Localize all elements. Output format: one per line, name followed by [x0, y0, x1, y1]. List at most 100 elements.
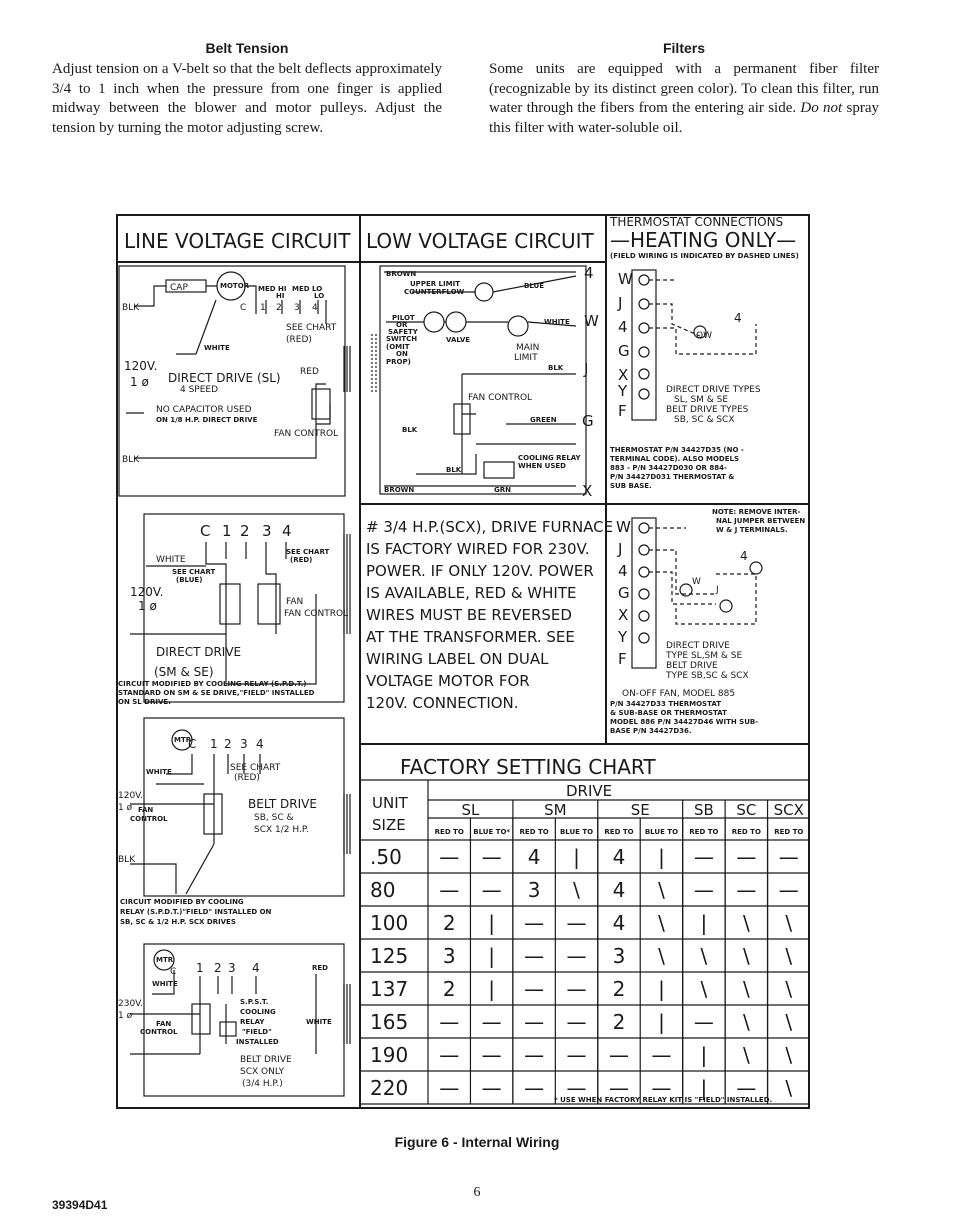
- chart-cell: —: [524, 911, 544, 935]
- mid-line-4: IS AVAILABLE, RED & WHITE: [366, 584, 576, 602]
- t1-letter-x: X: [618, 366, 628, 384]
- factory-setting-chart: FACTORY SETTING CHART UNIT SIZE DRIVE SL…: [360, 755, 810, 1105]
- chart-cell: \: [785, 977, 792, 1001]
- chart-cell: 3: [613, 944, 626, 968]
- p4-field: "FIELD": [242, 1028, 272, 1036]
- chart-cell: \: [785, 1076, 792, 1100]
- lv-main: MAIN: [516, 343, 539, 353]
- chart-drive-se: SE: [631, 801, 650, 819]
- t2-model-2: P/N 34427D33 THERMOSTAT: [610, 700, 721, 708]
- no-capacitor-note: ON 1/8 H.P. DIRECT DRIVE: [156, 416, 258, 424]
- chart-cell: —: [567, 911, 587, 935]
- v120-label: 120V.: [124, 359, 157, 373]
- chart-sub-header: RED TO: [435, 828, 464, 836]
- t2-j: J: [715, 585, 719, 595]
- t2-four: 4: [740, 549, 748, 563]
- p4-v230: 230V.: [118, 999, 143, 1009]
- lv-blk: BLK: [548, 364, 564, 372]
- document-id: 39394D41: [52, 1198, 108, 1212]
- t1-note-3: 883 - P/N 34427D030 OR 884-: [610, 464, 727, 472]
- chart-row-unit-size: 165: [370, 1010, 408, 1034]
- chart-cell: |: [701, 1076, 708, 1100]
- p2-red-label: (RED): [290, 556, 312, 564]
- filters-heading: Filters: [662, 40, 705, 56]
- t1-ow: OW: [696, 331, 712, 341]
- t2-note-3: W & J TERMINALS.: [716, 526, 788, 534]
- chart-cell: 2: [613, 977, 626, 1001]
- chart-cell: —: [567, 1010, 587, 1034]
- speed-label-hi: HI: [276, 292, 284, 300]
- chart-sub-header: RED TO: [604, 828, 633, 836]
- lv-or: OR: [396, 321, 408, 329]
- mid-line-9: 120V. CONNECTION.: [366, 694, 519, 712]
- chart-cell: —: [482, 845, 502, 869]
- lv-limit: LIMIT: [514, 353, 538, 363]
- lv-on: ON: [396, 350, 408, 358]
- t1-direct-types-1: DIRECT DRIVE TYPES: [666, 385, 761, 395]
- p4-cooling: COOLING: [240, 1008, 276, 1016]
- lv-grn: GRN: [494, 486, 511, 494]
- chart-cell: —: [694, 845, 714, 869]
- lv-prop: PROP): [386, 358, 411, 366]
- chart-cell: \: [701, 977, 708, 1001]
- lv-brown2: BROWN: [384, 486, 414, 494]
- chart-cell: \: [785, 911, 792, 935]
- p4-terminal-2: 2: [214, 961, 222, 975]
- chart-cell: 2: [443, 977, 456, 1001]
- p2-note-1: CIRCUIT MODIFIED BY COOLING RELAY (S.P.D…: [118, 680, 306, 688]
- p2-direct-label: DIRECT DRIVE: [156, 645, 241, 659]
- chart-cell: —: [736, 845, 756, 869]
- t1-four: 4: [734, 311, 742, 325]
- red-paren-label: (RED): [286, 335, 312, 345]
- panel-direct-drive-sm-se: C 1 2 3 4 WHITE SEE CHART (BLUE) SEE CHA…: [118, 513, 348, 706]
- p2-sm-se: (SM & SE): [154, 665, 214, 679]
- t1-belt-types-1: BELT DRIVE TYPES: [666, 405, 749, 415]
- chart-sub-header: BLUE TO: [645, 828, 678, 836]
- lv-terminal-j: J: [583, 360, 588, 378]
- p4-white2: WHITE: [306, 1018, 332, 1026]
- filters-body-emphasis: Do not: [800, 100, 843, 116]
- chart-cell: —: [482, 1010, 502, 1034]
- p3-blk: BLK: [118, 855, 136, 865]
- chart-cell: \: [785, 944, 792, 968]
- p4-mtr: MTR: [156, 956, 174, 964]
- p4-white: WHITE: [152, 980, 178, 988]
- p2-terminal-1: 1: [222, 522, 232, 540]
- chart-cell: \: [658, 911, 665, 935]
- chart-cell: —: [482, 1043, 502, 1067]
- p4-phase: 1 ø: [118, 1011, 133, 1021]
- t2-model-4: MODEL 886 P/N 34427D46 WITH SUB-: [610, 718, 758, 726]
- main-limit-switch: [507, 315, 529, 337]
- lv-switch: SWITCH: [386, 335, 417, 343]
- t1-note-2: TERMINAL CODE). ALSO MODELS: [610, 455, 739, 463]
- chart-cell: \: [743, 944, 750, 968]
- speed-label-med-lo: MED LO: [292, 285, 322, 293]
- chart-cell: —: [524, 944, 544, 968]
- p3-white: WHITE: [146, 768, 172, 776]
- p3-fan: FAN: [138, 806, 153, 814]
- speed-label-lo: LO: [314, 292, 324, 300]
- scx-wiring-note: # 3/4 H.P.(SCX), DRIVE FURNACE IS FACTOR…: [366, 518, 613, 712]
- chart-sub-header: RED TO: [774, 828, 803, 836]
- p4-hp: (3/4 H.P.): [242, 1079, 283, 1089]
- valve-coil: [445, 311, 467, 333]
- t2-note-2: NAL JUMPER BETWEEN: [716, 517, 805, 525]
- chart-cell: |: [658, 977, 665, 1001]
- t2-letter-g: G: [618, 584, 630, 602]
- chart-cell: —: [567, 977, 587, 1001]
- page-number: 6: [473, 1185, 481, 1200]
- p2-terminal-4: 4: [282, 522, 292, 540]
- chart-cell: |: [701, 911, 708, 935]
- lv-cooling-relay: COOLING RELAY: [518, 454, 582, 462]
- chart-cell: —: [524, 977, 544, 1001]
- chart-cell: —: [651, 1043, 671, 1067]
- lv-valve: VALVE: [446, 336, 470, 344]
- chart-drive-sb: SB: [694, 801, 714, 819]
- t1-note-4: P/N 34427D031 THERMOSTAT &: [610, 473, 734, 481]
- figure-caption: Figure 6 - Internal Wiring: [394, 1134, 560, 1150]
- p3-see-chart: SEE CHART: [230, 763, 281, 773]
- lv-white: WHITE: [544, 318, 570, 326]
- chart-row-unit-size: 190: [370, 1043, 408, 1067]
- thermostat-connections-2: NOTE: REMOVE INTER- NAL JUMPER BETWEEN W…: [610, 508, 805, 735]
- phase-label: 1 ø: [130, 375, 149, 389]
